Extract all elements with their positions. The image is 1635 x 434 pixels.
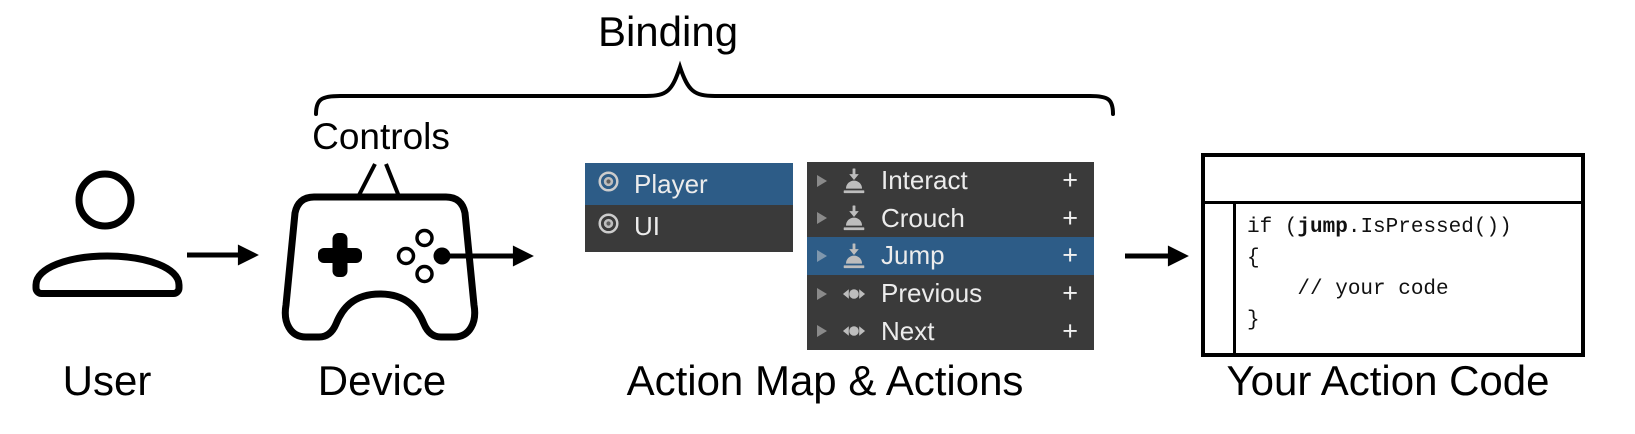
foldout-triangle-icon[interactable] xyxy=(816,174,828,188)
code-snippet: if (jump.IsPressed()) { // your code } xyxy=(1236,204,1512,353)
axis-action-icon xyxy=(841,318,867,344)
code-line3: // your code xyxy=(1247,278,1449,301)
actions-panel: Interact + Crouch + xyxy=(807,162,1094,350)
code-window-titlebar xyxy=(1205,157,1581,204)
gamepad-icon xyxy=(281,193,479,341)
add-binding-button[interactable]: + xyxy=(1062,315,1078,346)
dpad-icon xyxy=(318,233,362,277)
action-label: Crouch xyxy=(881,202,965,233)
action-row[interactable]: Interact + xyxy=(807,162,1094,200)
action-map-row[interactable]: UI xyxy=(585,205,793,247)
action-label: Interact xyxy=(881,165,968,196)
action-map-panel: Player UI xyxy=(585,163,793,252)
foldout-triangle-icon[interactable] xyxy=(816,287,828,301)
binding-brace xyxy=(314,60,1115,116)
action-label: Next xyxy=(881,315,935,346)
button-action-icon xyxy=(841,168,867,194)
button-action-icon xyxy=(841,205,867,231)
action-map-icon xyxy=(598,171,619,197)
axis-action-icon xyxy=(841,281,867,307)
caption-user: User xyxy=(62,357,152,404)
caption-action-code: Your Action Code xyxy=(1226,357,1550,404)
code-line4: } xyxy=(1247,309,1260,332)
action-map-label: Player xyxy=(634,168,708,199)
action-row[interactable]: Crouch + xyxy=(807,200,1094,238)
controls-label: Controls xyxy=(312,116,450,157)
foldout-triangle-icon[interactable] xyxy=(816,211,828,225)
button-action-icon xyxy=(841,243,867,269)
add-binding-button[interactable]: + xyxy=(1062,165,1078,196)
code-window: if (jump.IsPressed()) { // your code } xyxy=(1201,153,1585,357)
action-label: Jump xyxy=(881,240,945,271)
foldout-triangle-icon[interactable] xyxy=(816,324,828,338)
action-map-row[interactable]: Player xyxy=(585,163,793,205)
add-binding-button[interactable]: + xyxy=(1062,278,1078,309)
action-row[interactable]: Next + xyxy=(807,312,1094,350)
caption-action-map: Action Map & Actions xyxy=(626,357,1024,404)
action-map-icon xyxy=(598,213,619,239)
face-buttons-icon xyxy=(396,228,451,284)
code-line1-suffix: .IsPressed()) xyxy=(1347,216,1512,239)
code-gutter xyxy=(1205,204,1236,353)
code-keyword-jump: jump xyxy=(1297,216,1348,239)
caption-device: Device xyxy=(317,357,447,404)
add-binding-button[interactable]: + xyxy=(1062,202,1078,233)
user-icon xyxy=(32,170,183,297)
code-line2: { xyxy=(1247,247,1260,270)
action-row[interactable]: Jump + xyxy=(807,237,1094,275)
action-map-label: UI xyxy=(634,210,660,241)
action-label: Previous xyxy=(881,278,983,309)
action-row[interactable]: Previous + xyxy=(807,275,1094,313)
controls-arrow-right-icon xyxy=(384,163,408,214)
foldout-triangle-icon[interactable] xyxy=(816,249,828,263)
add-binding-button[interactable]: + xyxy=(1062,240,1078,271)
controls-arrow-left-icon xyxy=(350,163,377,213)
code-line1: if ( xyxy=(1247,216,1298,239)
binding-title: Binding xyxy=(597,8,739,55)
